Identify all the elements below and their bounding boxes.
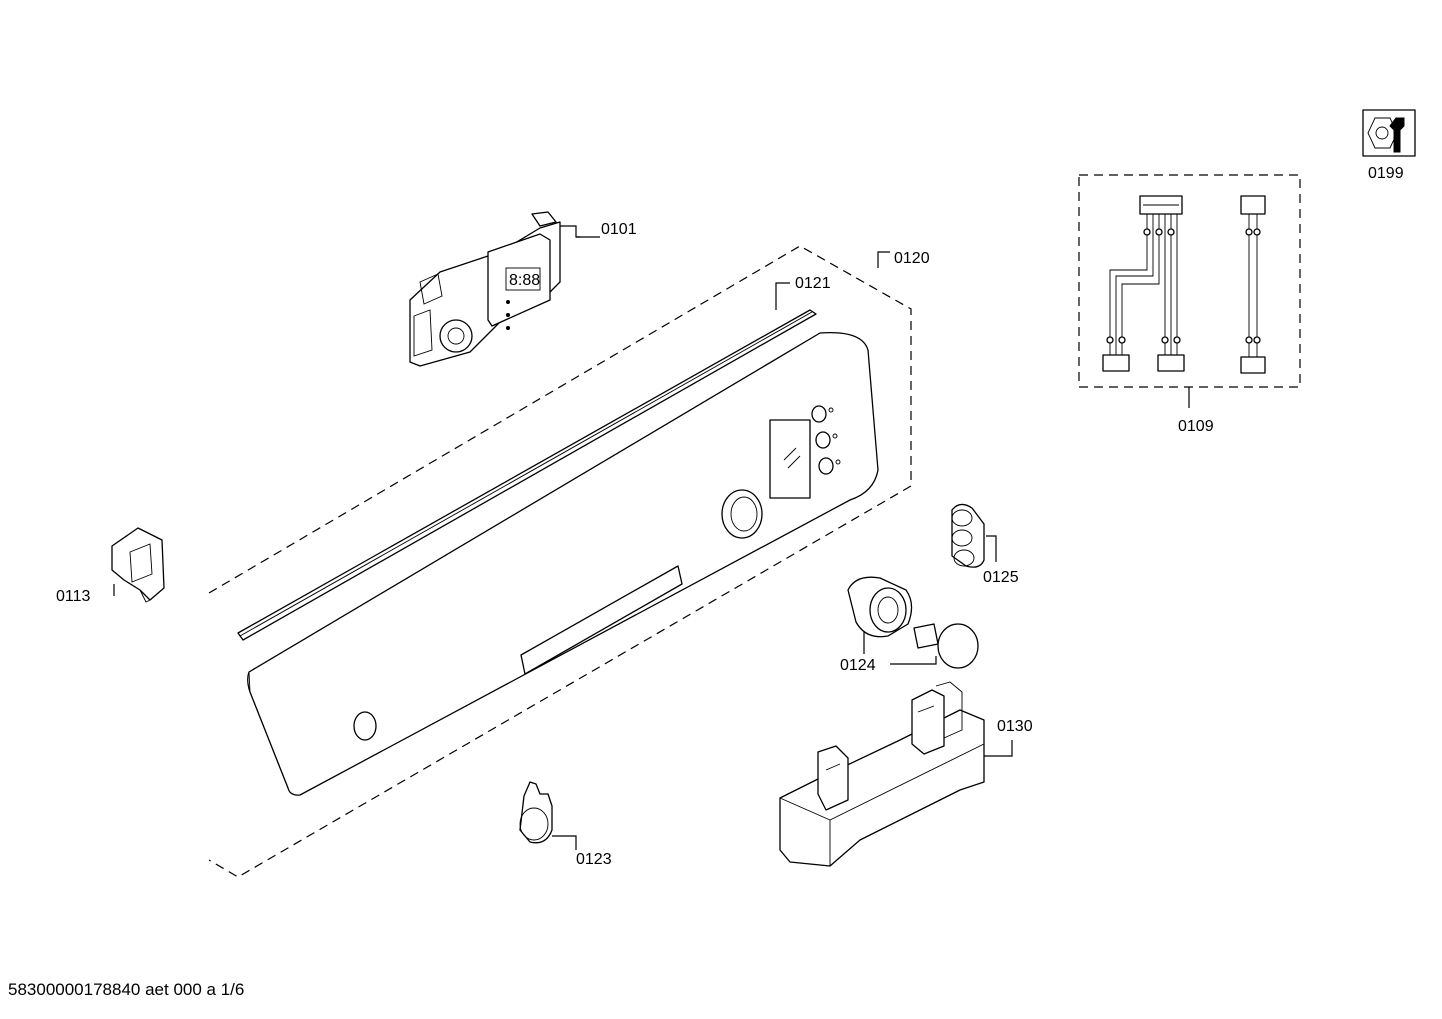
- callout-0120: 0120: [894, 250, 930, 267]
- callout-0113: 0113: [56, 588, 91, 605]
- callout-0123: 0123: [576, 851, 612, 868]
- bracket-part-0130: [779, 681, 1013, 867]
- callout-0121: 0121: [795, 275, 831, 292]
- document-id: 58300000178840 aet 000 a 1/6: [8, 980, 245, 999]
- callout-0109: 0109: [1178, 418, 1214, 435]
- control-module-part: 8:88: [409, 211, 600, 367]
- knob-part-0124: [847, 576, 979, 669]
- button-part-0123: [519, 781, 577, 850]
- bracket-part-0113: [111, 527, 165, 603]
- callout-0199: 0199: [1368, 165, 1404, 182]
- wiring-harness-group: [1078, 174, 1301, 408]
- nut-and-wrench-icon: [1362, 109, 1416, 157]
- callout-0130: 0130: [997, 718, 1033, 735]
- callout-0101: 0101: [601, 221, 637, 238]
- callout-0124: 0124: [840, 657, 876, 674]
- button-part-0125: [951, 503, 997, 568]
- callout-0125: 0125: [983, 569, 1019, 586]
- svg-text:8:88: 8:88: [509, 272, 540, 289]
- control-panel-assembly: [208, 245, 912, 878]
